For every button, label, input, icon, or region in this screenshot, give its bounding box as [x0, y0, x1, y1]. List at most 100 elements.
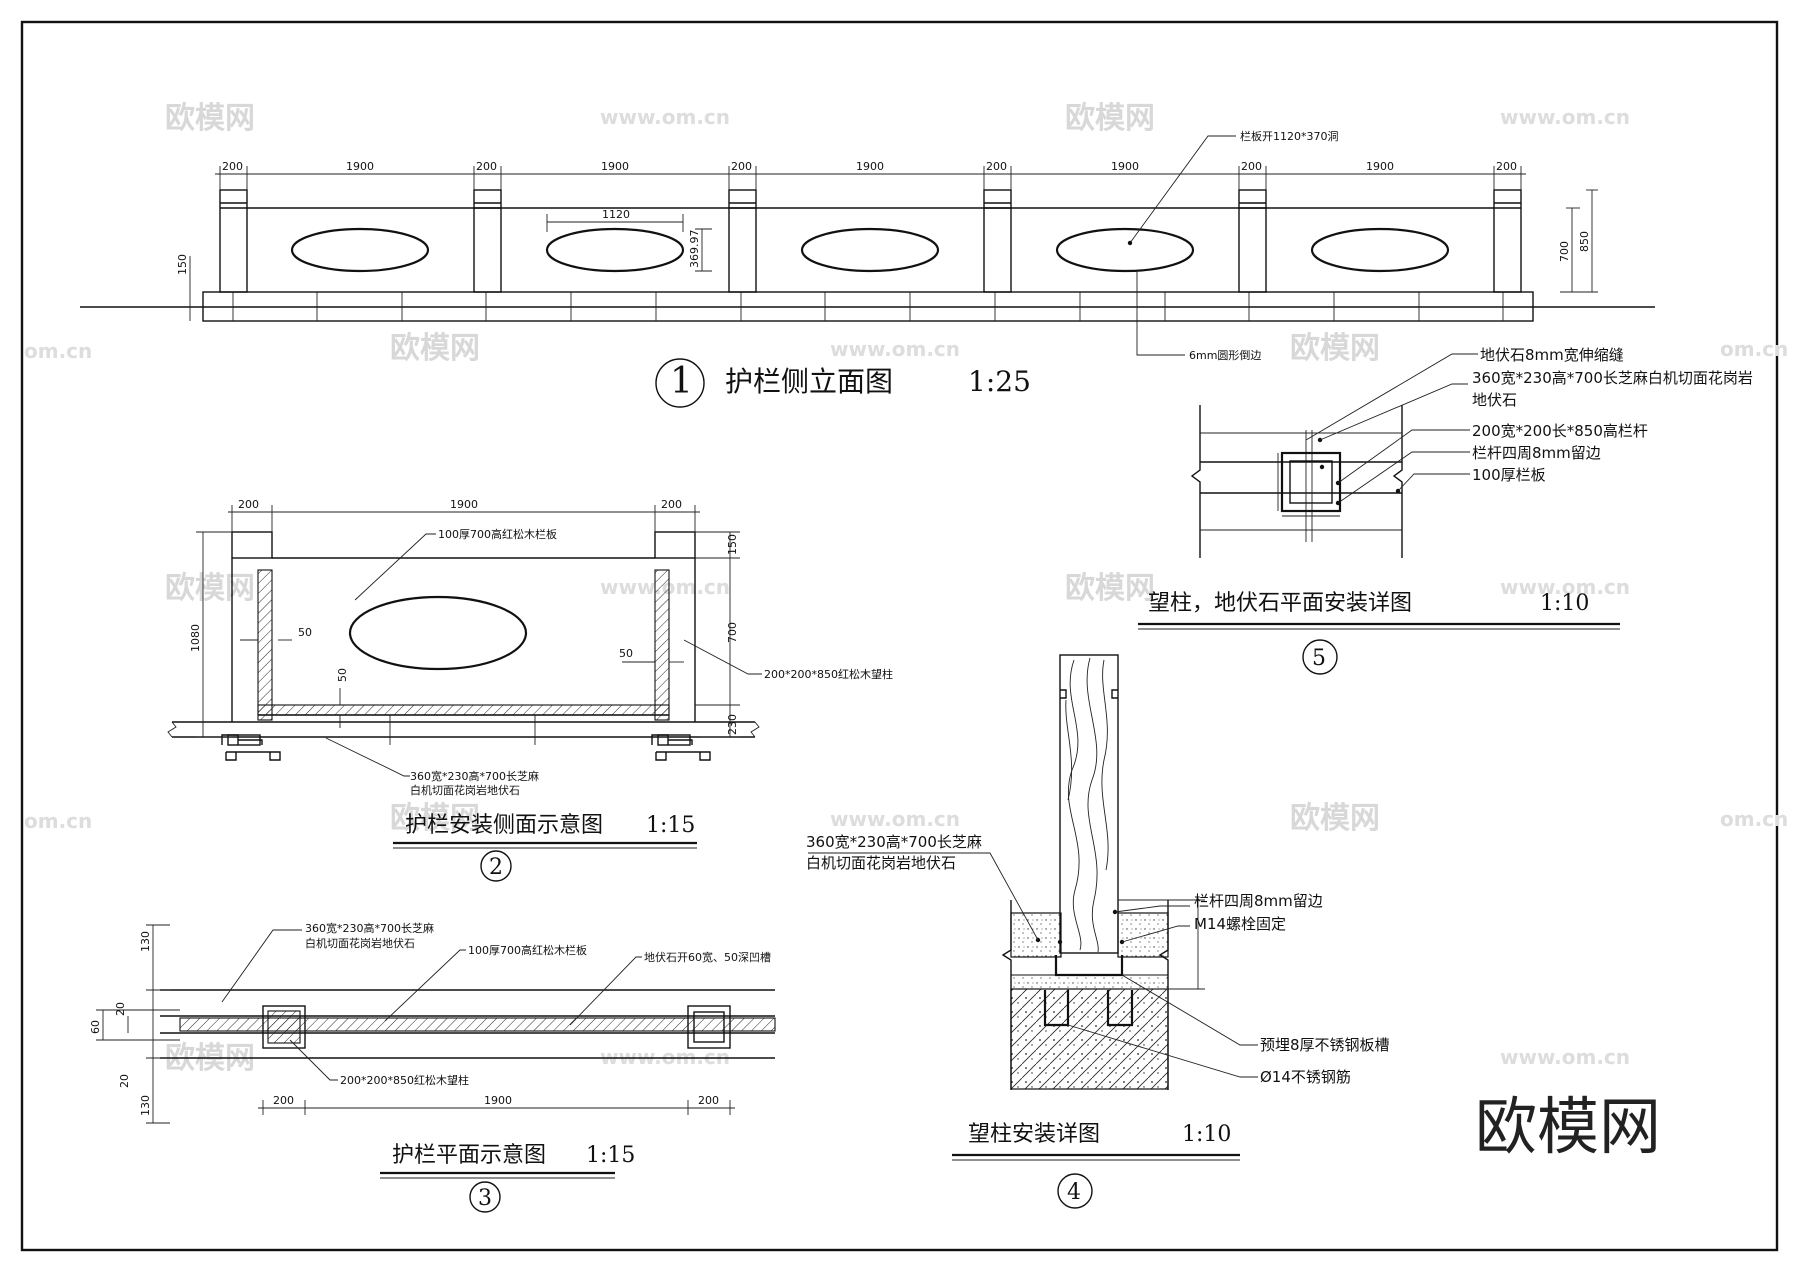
- svg-text:1900: 1900: [450, 498, 478, 511]
- fig1-base-curb: [202, 291, 1534, 322]
- svg-text:www.om.cn: www.om.cn: [1500, 1045, 1630, 1069]
- sheet-frame: [20, 20, 1779, 1252]
- svg-text:1900: 1900: [856, 160, 884, 173]
- svg-text:www.om.cn: www.om.cn: [600, 1045, 730, 1069]
- fig5-note-post: 200宽*200长*850高栏杆: [1472, 422, 1648, 440]
- svg-text:20: 20: [114, 1002, 127, 1016]
- svg-text:欧模网: 欧模网: [1290, 801, 1380, 836]
- svg-text:om.cn: om.cn: [1720, 807, 1788, 831]
- fig1-posts: [219, 189, 1522, 293]
- svg-text:4: 4: [1067, 1180, 1081, 1205]
- fig1-opening-dims: [189, 189, 1598, 321]
- fig4-note-stone-1: 360宽*230高*700长芝麻: [806, 833, 982, 851]
- svg-text:200: 200: [986, 160, 1007, 173]
- fig5-plan-detail: 地伏石8mm宽伸缩缝 360宽*230高*700长芝麻白机切面花岗岩 地伏石 2…: [1138, 346, 1753, 675]
- fig3-dims: [96, 924, 735, 1124]
- svg-text:欧模网: 欧模网: [1065, 101, 1155, 136]
- svg-text:130: 130: [139, 1095, 152, 1116]
- svg-text:1: 1: [670, 361, 693, 402]
- fig2-section: 200 1900 200 1080 150 700 230 50 50 50 1…: [167, 498, 893, 882]
- svg-text:欧模网: 欧模网: [390, 801, 480, 836]
- svg-text:200: 200: [238, 498, 259, 511]
- fig3-note-stone-1: 360宽*230高*700长芝麻: [305, 921, 434, 935]
- fig1-dim-labels: 200 1900 200 1900 200 1900 200 1900 200 …: [222, 160, 1517, 173]
- fig1-elevation: 200 1900 200 1900 200 1900 200 1900 200 …: [80, 129, 1655, 408]
- svg-text:369.97: 369.97: [688, 230, 701, 269]
- fig1-dim-chain: [215, 166, 1526, 190]
- svg-text:50: 50: [336, 668, 349, 682]
- fig1-number-circle: [655, 358, 705, 408]
- svg-text:150: 150: [726, 534, 739, 555]
- fig3-title: 护栏平面示意图: [392, 1143, 546, 1168]
- fig5-note-panel: 100厚栏板: [1472, 466, 1546, 484]
- fig2-note-stone-1: 360宽*230高*700长芝麻: [410, 769, 539, 783]
- fig1-leaders: [1129, 135, 1236, 356]
- fig2-note-panel: 100厚700高红松木栏板: [438, 527, 557, 541]
- fig2-note-stone-2: 白机切面花岗岩地伏石: [410, 783, 520, 797]
- fig2-post-right-cap: [654, 531, 696, 559]
- fig5-number-circle: [1302, 639, 1338, 675]
- fig4-post-detail: 360宽*230高*700长芝麻 白机切面花岗岩地伏石 栏杆四周8mm留边 M1…: [806, 654, 1390, 1209]
- fig5-note-stone-2: 地伏石: [1472, 391, 1517, 409]
- svg-text:www.om.cn: www.om.cn: [1500, 105, 1630, 129]
- fig5-note-margin: 栏杆四周8mm留边: [1472, 444, 1601, 462]
- svg-text:www.om.cn: www.om.cn: [1500, 575, 1630, 599]
- svg-text:欧模网: 欧模网: [1065, 571, 1155, 606]
- fig4-note-slot: 预埋8厚不锈钢板槽: [1260, 1036, 1390, 1054]
- svg-text:200: 200: [731, 160, 752, 173]
- fig3-number-circle: [469, 1181, 501, 1213]
- svg-text:欧模网: 欧模网: [165, 571, 255, 606]
- fig2-number-circle: [480, 850, 512, 882]
- fig1-title: 护栏侧立面图: [725, 365, 893, 398]
- fig4-note-margin: 栏杆四周8mm留边: [1194, 892, 1323, 910]
- fig4-title: 望柱安装详图: [968, 1122, 1100, 1147]
- fig4-note-rebar: Ø14不锈钢筋: [1260, 1068, 1351, 1086]
- svg-text:om.cn: om.cn: [24, 339, 92, 363]
- svg-text:200: 200: [476, 160, 497, 173]
- fig5-note-stone-1: 360宽*230高*700长芝麻白机切面花岗岩: [1472, 369, 1753, 387]
- svg-text:1900: 1900: [1111, 160, 1139, 173]
- fig3-note-stone-2: 白机切面花岗岩地伏石: [305, 936, 415, 950]
- svg-text:200: 200: [698, 1094, 719, 1107]
- fig5-leaders: [1305, 353, 1478, 504]
- fig1-note-chamfer: 6mm圆形倒边: [1189, 349, 1261, 362]
- fig4-scale: 1:10: [1182, 1122, 1231, 1147]
- svg-text:1900: 1900: [346, 160, 374, 173]
- fig2-post-left-cap: [231, 531, 273, 559]
- svg-text:1900: 1900: [601, 160, 629, 173]
- fig3-note-panel: 100厚700高红松木栏板: [468, 943, 587, 957]
- fig4-note-bolt: M14螺栓固定: [1194, 915, 1286, 933]
- svg-text:700: 700: [1558, 241, 1571, 262]
- svg-text:欧模网: 欧模网: [390, 331, 480, 366]
- fig1-note-opening: 栏板开1120*370洞: [1240, 129, 1339, 143]
- svg-text:www.om.cn: www.om.cn: [830, 337, 960, 361]
- fig3-note-post: 200*200*850红松木望柱: [340, 1073, 469, 1087]
- fig5-scale: 1:10: [1540, 591, 1589, 616]
- svg-text:200: 200: [661, 498, 682, 511]
- svg-text:欧模网: 欧模网: [1290, 331, 1380, 366]
- svg-text:20: 20: [118, 1074, 131, 1088]
- svg-text:200: 200: [222, 160, 243, 173]
- svg-text:3: 3: [478, 1186, 492, 1211]
- fig1-curb-joints: [232, 292, 1504, 321]
- svg-text:150: 150: [176, 254, 189, 275]
- svg-text:200: 200: [1496, 160, 1517, 173]
- svg-text:1120: 1120: [602, 208, 630, 221]
- fig4-dims: [1118, 899, 1205, 990]
- fig5-title: 望柱，地伏石平面安装详图: [1148, 591, 1412, 616]
- svg-text:1080: 1080: [189, 624, 202, 652]
- fig4-number-circle: [1057, 1173, 1093, 1209]
- svg-text:欧模网: 欧模网: [165, 101, 255, 136]
- svg-text:200: 200: [1241, 160, 1262, 173]
- fig5-note-joint: 地伏石8mm宽伸缩缝: [1480, 346, 1624, 364]
- fig2-leaders: [325, 533, 762, 777]
- fig2-title: 护栏安装侧面示意图: [405, 813, 603, 838]
- brand-logo: 欧模网: [1475, 1090, 1661, 1163]
- svg-text:700: 700: [726, 622, 739, 643]
- svg-text:www.om.cn: www.om.cn: [600, 105, 730, 129]
- fig2-scale: 1:15: [646, 813, 695, 838]
- svg-text:60: 60: [89, 1020, 102, 1034]
- svg-text:850: 850: [1578, 231, 1591, 252]
- svg-text:1900: 1900: [484, 1094, 512, 1107]
